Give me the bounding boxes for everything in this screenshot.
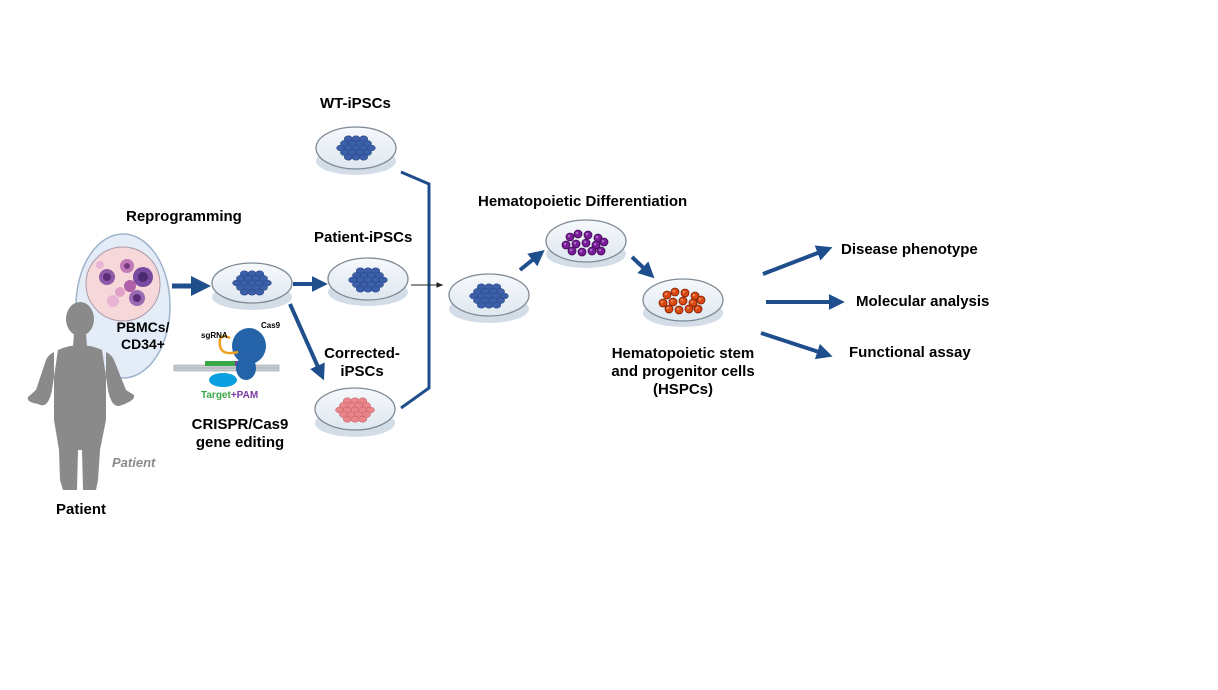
arrow-disease	[762, 245, 833, 276]
pbmc-cells	[96, 259, 153, 307]
functional-assay-label: Functional assay	[849, 344, 971, 361]
patient-silhouette	[27, 302, 135, 490]
patient-label: Patient	[56, 501, 107, 518]
pbmc-label-line2: CD34+	[121, 335, 165, 352]
patient-ipsc-label: Patient-iPSCs	[314, 229, 413, 246]
dish-wt-ipsc	[315, 126, 397, 175]
hspc-label-line3: (HSPCs)	[652, 381, 713, 398]
dish-reprogrammed	[211, 262, 293, 310]
crispr-illustration	[173, 328, 280, 387]
target-text: Target	[201, 390, 231, 401]
crispr-label-line1: CRISPR/Cas9	[191, 416, 289, 433]
hspc-label-line1: Hematopoietic stem	[611, 345, 755, 362]
reprogramming-label: Reprogramming	[126, 208, 242, 225]
crispr-label: CRISPR/Cas9 gene editing	[180, 416, 300, 452]
patient-italic-label: Patient	[112, 455, 156, 470]
hema-diff-label: Hematopoietic Differentiation	[478, 193, 688, 210]
dish-patient-ipsc	[327, 257, 409, 306]
sgrna-label: sgRNA	[201, 331, 228, 340]
pam-text: +PAM	[230, 390, 259, 401]
cas9-small-label: Cas9	[261, 321, 281, 330]
dish-corrected-ipsc	[314, 387, 396, 437]
arrow-to-corrected	[288, 303, 325, 381]
target-pam-label: Target+PAM	[201, 390, 258, 402]
arrow-to-differentiation	[518, 249, 545, 272]
merge-bracket	[400, 170, 431, 410]
molecular-analysis-label: Molecular analysis	[856, 293, 990, 310]
corrected-label-line1: Corrected-	[324, 345, 400, 362]
pbmc-label-line1: PBMCs/	[116, 319, 170, 335]
arrow-to-hspc	[630, 255, 655, 279]
wt-ipsc-label: WT-iPSCs	[320, 95, 391, 112]
arrow-functional	[760, 331, 833, 360]
pbmc-label: PBMCs/ CD34+	[108, 319, 178, 353]
hspc-label: Hematopoietic stem and progenitor cells …	[598, 345, 768, 399]
dish-differentiation	[545, 219, 627, 268]
disease-phenotype-label: Disease phenotype	[841, 241, 978, 258]
hspc-label-line2: and progenitor cells	[611, 363, 755, 380]
dish-combined	[448, 273, 530, 323]
corrected-label-line2: iPSCs	[340, 363, 384, 380]
crispr-label-line2: gene editing	[195, 434, 285, 451]
corrected-ipsc-label: Corrected- iPSCs	[312, 345, 412, 381]
dish-hspc	[642, 278, 724, 327]
